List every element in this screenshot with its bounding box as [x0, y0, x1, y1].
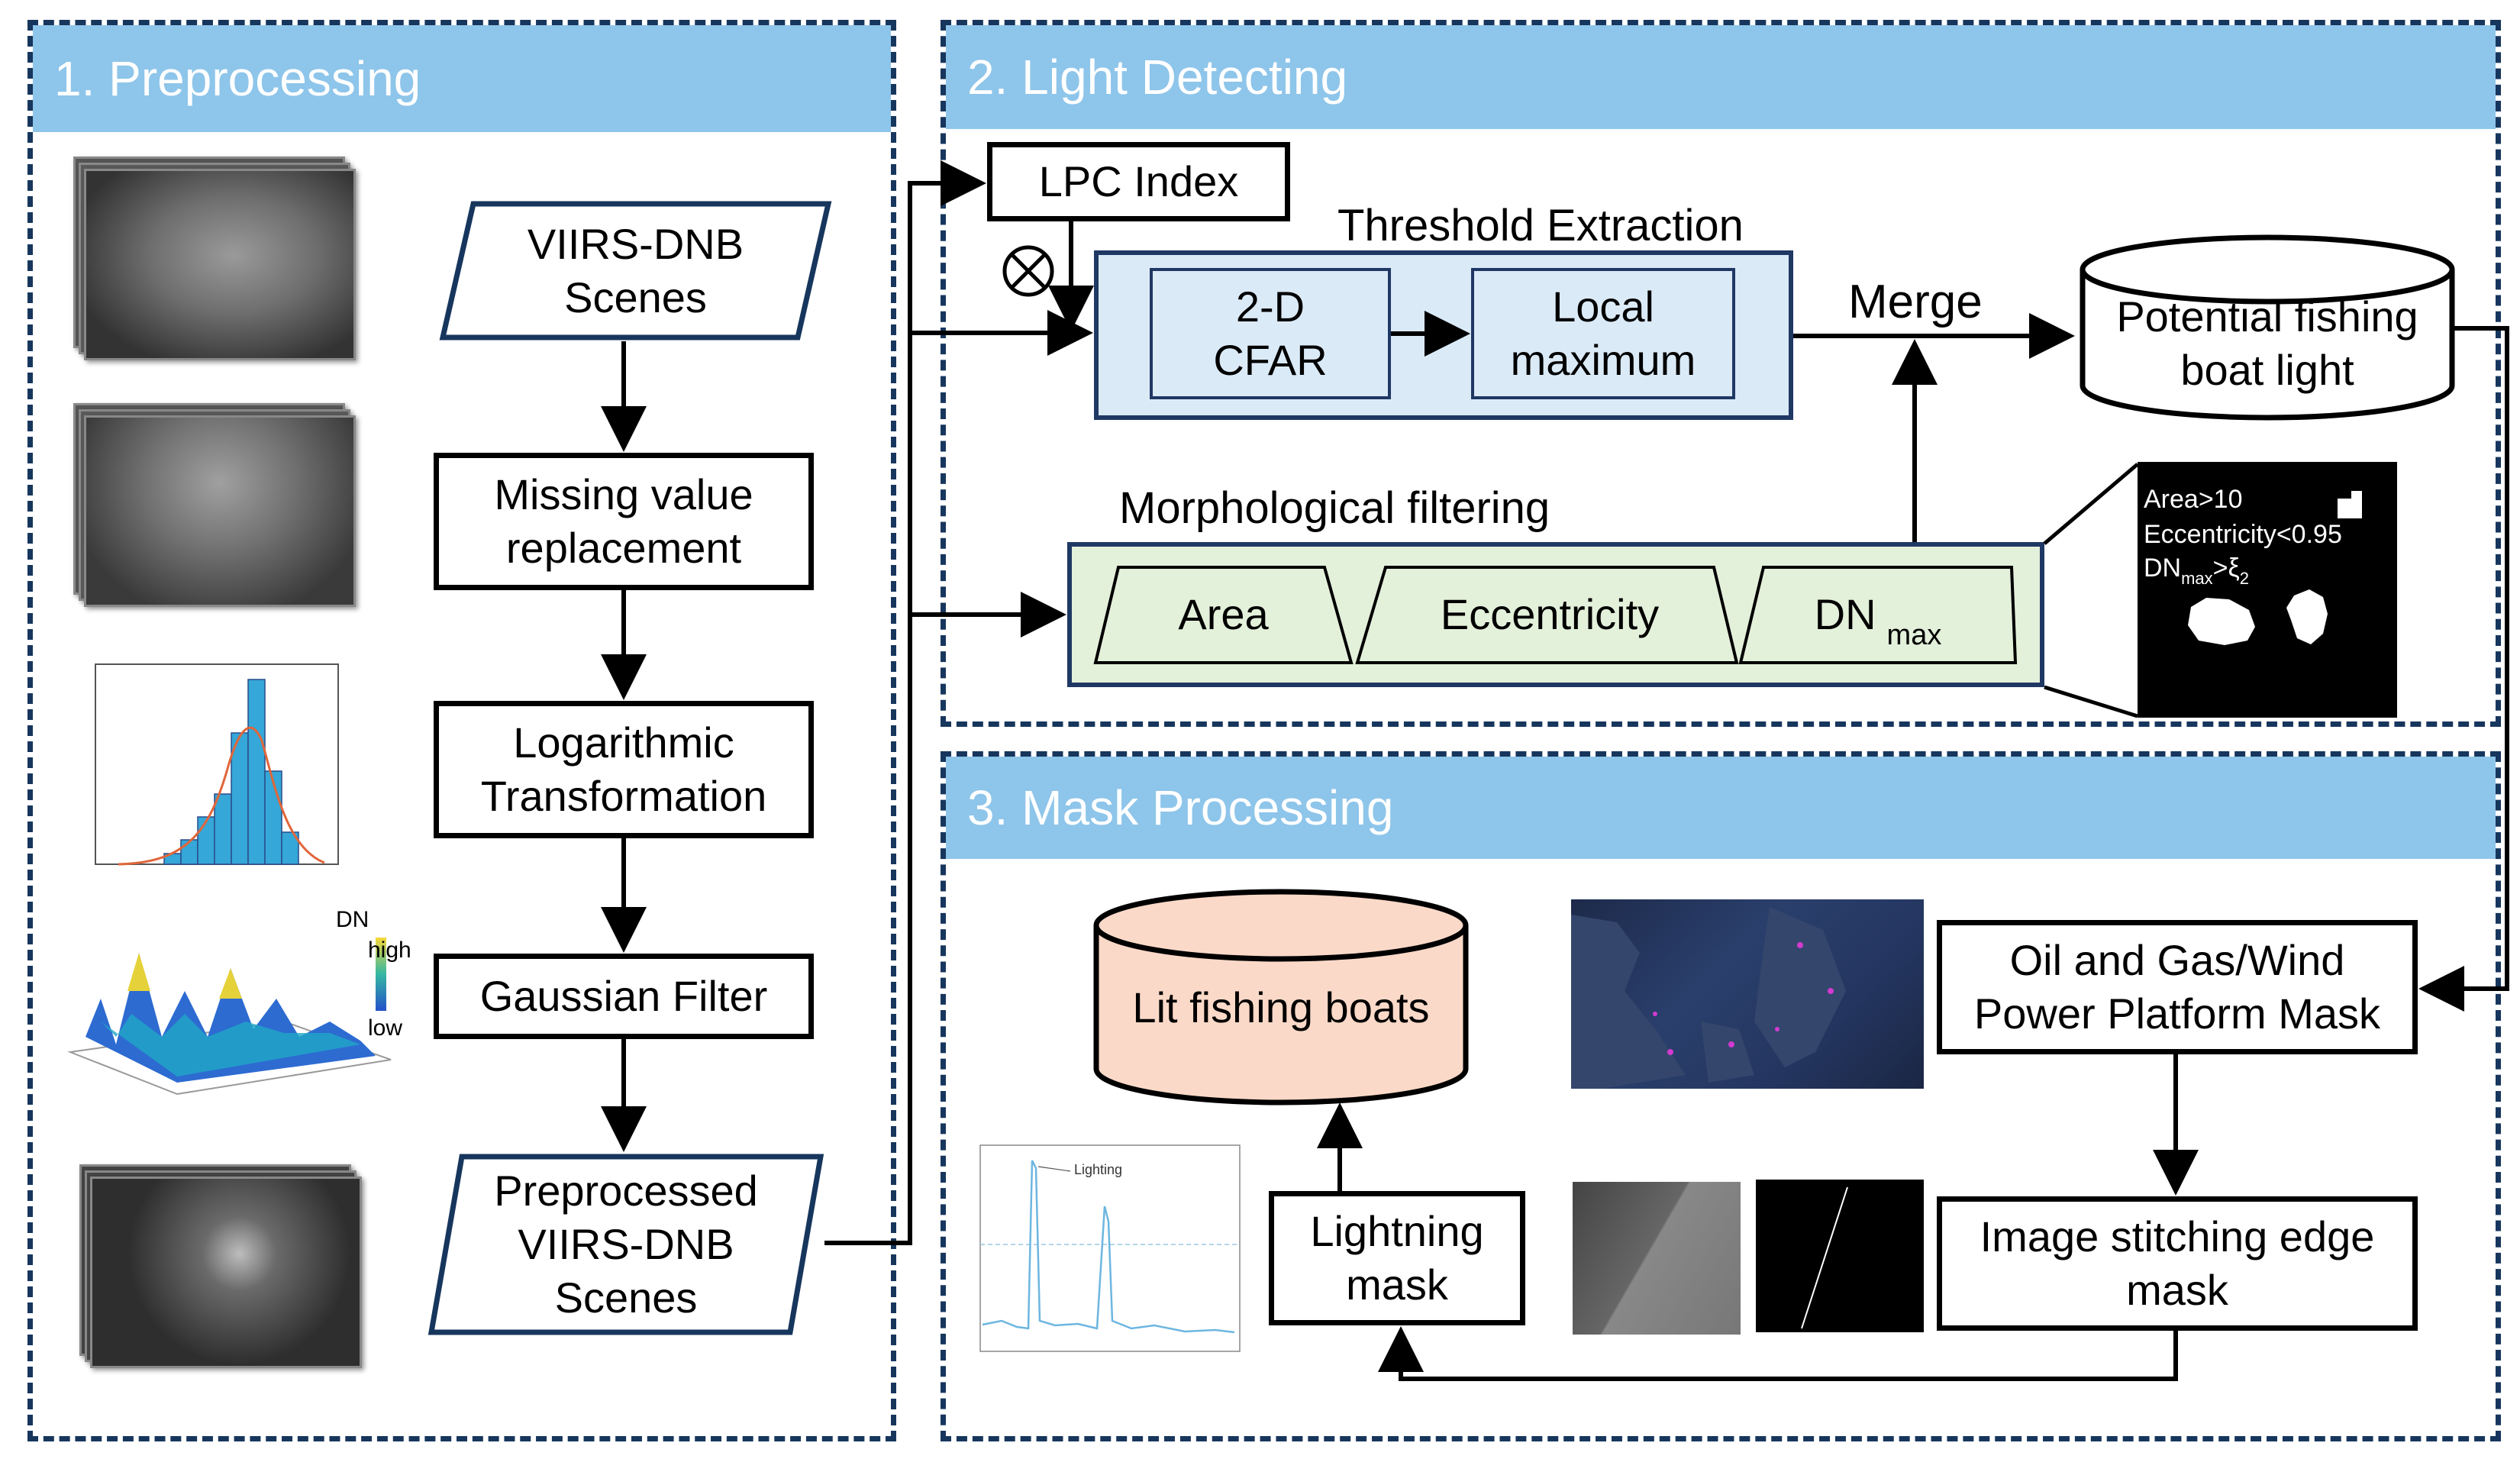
- lit-fishing-boats-cylinder: [1093, 889, 1469, 1106]
- gaussian-filter-box: Gaussian Filter: [434, 954, 814, 1039]
- criteria-eccentricity: Eccentricity<0.95: [2144, 520, 2342, 549]
- eccentricity-filter: Eccentricity: [1440, 590, 1660, 638]
- missing-value-replacement-box: Missing value replacement: [434, 453, 814, 590]
- dn-max-subscript: max: [1886, 619, 1942, 651]
- criteria-dn: DNmax>ξ2: [2144, 554, 2250, 588]
- mask-processing-panel-header: 3. Mask Processing: [946, 757, 2496, 859]
- light-detecting-panel: [941, 20, 2501, 727]
- lit-fishing-boats: Lit fishing boats: [1132, 983, 1430, 1031]
- merge-label: Merge: [1848, 276, 1983, 328]
- log-histogram-chart: [95, 663, 339, 866]
- preprocessed-viirs-dnb-scenes: Preprocessed VIIRS-DNB Scenes: [494, 1167, 758, 1322]
- lpc-index-box: LPC Index: [987, 142, 1290, 221]
- stitching-mask-image: [1756, 1180, 1924, 1332]
- viirs-scenes-thumbnail: [73, 157, 363, 363]
- lightning-time-series-plot: Lighting: [979, 1144, 1241, 1352]
- viirs-dnb-scenes-shape: [439, 201, 832, 341]
- missing-value-thumbnail: [73, 403, 363, 609]
- plot-annotation: Lighting: [1074, 1162, 1122, 1177]
- dn-surface-plot: [67, 938, 392, 1096]
- preprocessed-scenes-thumbnail: [79, 1164, 369, 1370]
- morph-shapes: [1093, 566, 2018, 664]
- preprocessed-scenes-shape: [428, 1154, 824, 1335]
- potential-fishing-light-cylinder: [2080, 234, 2455, 421]
- morphological-filtering-title: Morphological filtering: [1119, 483, 1550, 533]
- hist-bar: [281, 831, 299, 865]
- viirs-dnb-scenes: VIIRS-DNB Scenes: [527, 219, 744, 321]
- stitching-raw-image: [1573, 1182, 1741, 1335]
- criteria-example-image: Area>10 Eccentricity<0.95 DNmax>ξ2: [2138, 462, 2397, 718]
- platform-map-image: [1571, 899, 1924, 1089]
- cfar-box: 2-D CFAR: [1150, 268, 1391, 399]
- blob-shapes: [2188, 491, 2362, 645]
- logarithmic-transformation-box: Logarithmic Transformation: [434, 701, 814, 838]
- fit-curve: [118, 726, 325, 866]
- surface-legend-high: high: [368, 938, 411, 963]
- local-maximum-box: Local maximum: [1471, 268, 1735, 399]
- criteria-area: Area>10: [2144, 485, 2243, 514]
- area-filter: Area: [1178, 590, 1269, 638]
- preprocessing-panel: [27, 20, 896, 1441]
- preprocessing-panel-header: 1. Preprocessing: [33, 25, 891, 132]
- surface-legend-low: low: [368, 1015, 403, 1041]
- light-detecting-panel-header: 2. Light Detecting: [946, 25, 2496, 129]
- lightning-mask-box: Lightning mask: [1269, 1191, 1525, 1325]
- mask-processing-panel: [941, 751, 2501, 1441]
- circled-times-icon: [1002, 245, 1054, 297]
- potential-fishing-boat-light: Potential fishing boat light: [2116, 292, 2418, 394]
- oil-gas-wind-mask-box: Oil and Gas/Wind Power Platform Mask: [1937, 920, 2418, 1054]
- threshold-extraction-title: Threshold Extraction: [1337, 201, 1744, 250]
- image-stitching-edge-mask-box: Image stitching edge mask: [1937, 1196, 2418, 1331]
- surface-legend-title: DN: [336, 907, 369, 932]
